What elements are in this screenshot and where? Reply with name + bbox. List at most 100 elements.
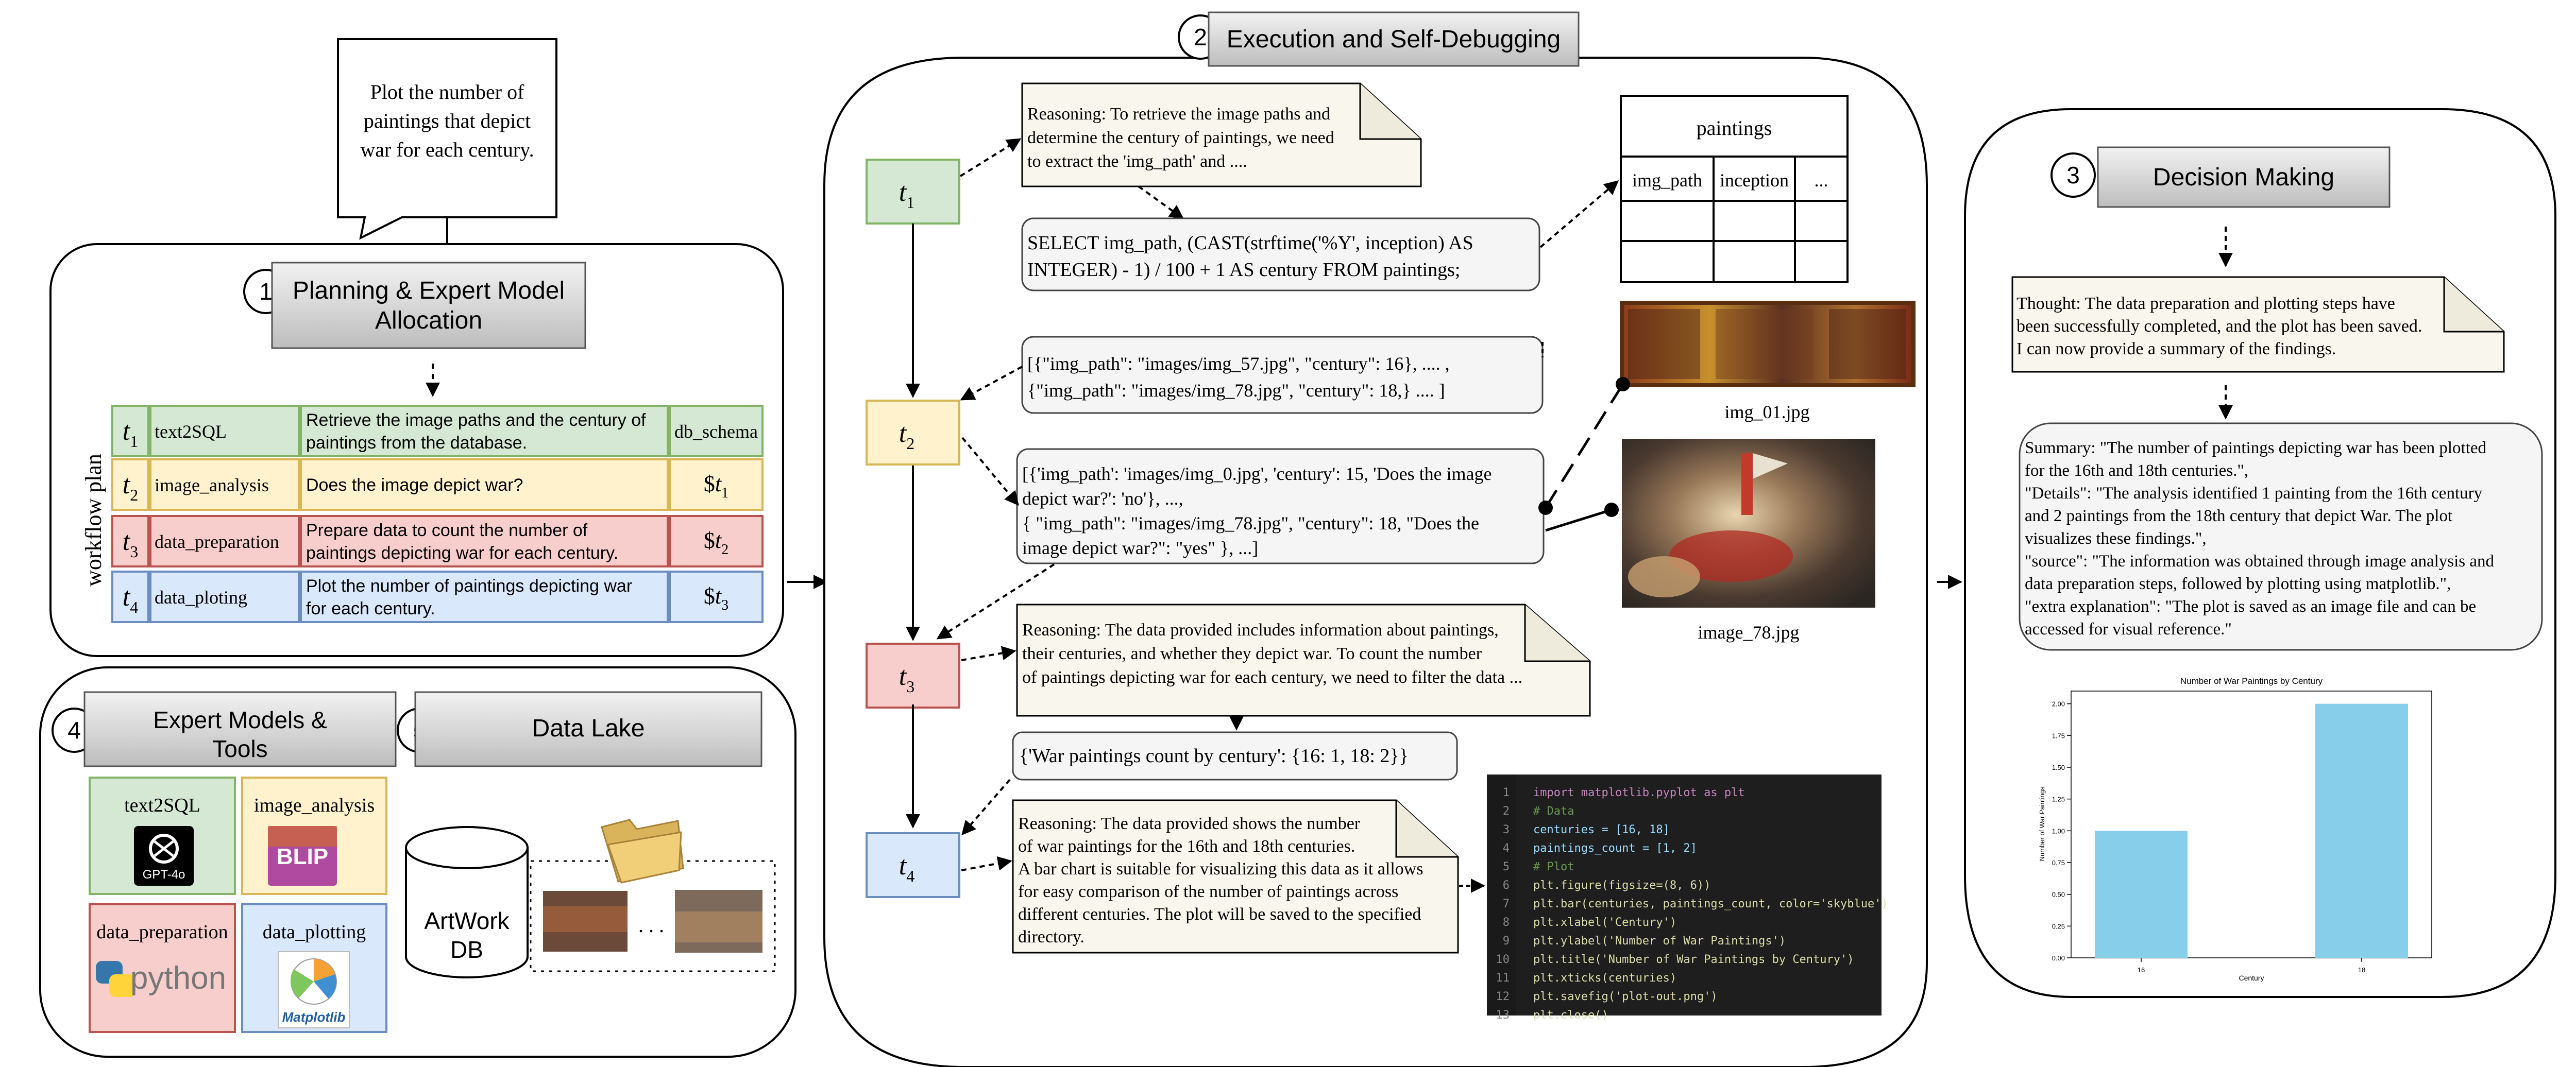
note-fold (1359, 83, 1421, 140)
datalake-title: Data Lake (532, 715, 645, 742)
reasoning1-line-2: determine the century of paintings, we n… (1027, 128, 1334, 147)
code-line-number: 1 (1503, 786, 1510, 799)
code-line-text: plt.xticks(centuries) (1533, 972, 1676, 985)
decision-panel: 3 Decision Making Thought: The data prep… (1964, 108, 2556, 998)
plan-cell (300, 405, 669, 457)
code-line-number: 9 (1503, 935, 1510, 948)
summary-line: "Details": "The analysis identified 1 pa… (2025, 484, 2483, 503)
plan-task-line: Prepare data to count the number of (306, 521, 588, 540)
summary-line: "source": "The information was obtained … (2025, 552, 2495, 571)
result-box-frame (1012, 731, 1458, 781)
query-line-3: war for each century. (360, 138, 534, 161)
experts-header (83, 691, 397, 767)
plan-cell (111, 458, 149, 511)
user-query-bubble: Plot the number of paintings that depict… (337, 38, 557, 240)
summary-line: "extra explanation": "The plot is saved … (2025, 597, 2476, 616)
result2-line-2: depict war?': 'no'}, ..., (1022, 488, 1183, 509)
reasoning3-line-3: of paintings depicting war for each cent… (1022, 668, 1522, 687)
result2-line-4: image depict war?": "yes" }, ...] (1022, 538, 1258, 558)
code-line-text: plt.xlabel('Century') (1533, 916, 1676, 929)
note-shape (1012, 799, 1459, 954)
execution-title: Execution and Self-Debugging (1227, 26, 1561, 53)
execution-step-box: t1 (866, 159, 960, 225)
plan-cell (669, 405, 764, 457)
y-tick-label: 2.00 (2052, 700, 2065, 708)
database-cylinder-top (405, 826, 529, 869)
plan-cell (111, 515, 149, 567)
reasoning1-line-1: Reasoning: To retrieve the image paths a… (1027, 105, 1330, 124)
step-number-badge (2050, 152, 2096, 198)
tool-data-preparation: data_preparation python (89, 903, 236, 1033)
summary-line: visualizes these findings.", (2025, 529, 2207, 548)
note-shape (1021, 82, 1422, 187)
plan-cell (669, 571, 764, 623)
sql-line-1: SELECT img_path, (CAST(strftime('%Y', in… (1027, 232, 1473, 254)
code-line-number: 3 (1503, 823, 1510, 836)
datalake-ellipsis: . . . (638, 914, 664, 937)
experts-title-line-2: Tools (212, 735, 267, 762)
experts-title-line-1: Expert Models & (153, 707, 327, 733)
bar (2095, 831, 2188, 958)
result3-to-t4-arrow (961, 779, 1011, 836)
reasoning3-line-2: their centuries, and whether they depict… (1022, 644, 1482, 663)
summary-line: accessed for visual reference." (2025, 620, 2232, 639)
summary-box: Summary: "The number of paintings depict… (2019, 422, 2543, 651)
execution-header (1208, 11, 1580, 67)
decision-number: 3 (2066, 162, 2080, 188)
plan-cell (111, 571, 149, 623)
db-label-line-2: DB (450, 936, 483, 963)
note-fold (1395, 800, 1458, 858)
connector-dot (1616, 377, 1630, 391)
summary-line: data preparation steps, followed by plot… (2025, 575, 2451, 593)
tool-text2sql: text2SQL GPT-4o (89, 777, 236, 895)
result1-line-1: [{"img_path": "images/img_57.jpg", "cent… (1027, 353, 1450, 374)
table-column: inception (1720, 170, 1789, 191)
planning-title-line-1: Planning & Expert Model (293, 277, 565, 304)
thought-line-1: Thought: The data preparation and plotti… (2016, 294, 2395, 313)
code-line-number: 4 (1503, 842, 1510, 855)
tool-name: data_plotting (263, 921, 366, 943)
y-tick-label: 0.25 (2052, 922, 2065, 930)
python-logo-icon-2 (109, 974, 136, 997)
query-bubble-shape (337, 38, 557, 240)
chart-title: Number of War Paintings by Century (2180, 676, 2323, 686)
execution-panel: 2 Execution and Self-Debugging t1t2t3t4 … (823, 11, 1928, 1067)
workflow-plan-label: workflow plan (81, 454, 106, 587)
code-line-text: plt.bar(centuries, paintings_count, colo… (1533, 898, 1888, 910)
code-line-number: 12 (1496, 990, 1510, 1003)
result2-to-t3-arrow (936, 563, 1055, 640)
note-shape (2011, 276, 2505, 373)
plan-task-line: paintings depicting war for each century… (306, 543, 618, 563)
painting-2-figure-left (1628, 556, 1700, 597)
execution-number: 2 (1194, 24, 1207, 50)
y-tick-label: 1.00 (2052, 827, 2065, 835)
summary-text: Summary: "The number of paintings depict… (2025, 439, 2495, 639)
reasoning-note-1: Reasoning: To retrieve the image paths a… (1021, 82, 1422, 187)
sql-box-frame (1021, 217, 1540, 291)
python-logo-text: python (130, 960, 226, 996)
decision-header (2097, 146, 2391, 208)
sql-to-table-arrow (1539, 180, 1619, 248)
plan-input: $t2 (704, 528, 728, 558)
datalake-images-frame (530, 860, 776, 972)
openai-knot-icon (149, 834, 179, 864)
t1-to-reasoning-arrow (959, 138, 1022, 177)
plan-cell (149, 515, 300, 567)
code-line-number: 6 (1503, 879, 1510, 892)
chart-y-label: Number of War Paintings (2038, 786, 2046, 861)
reasoning4-line-4: for easy comparison of the number of pai… (1018, 882, 1398, 901)
code-line-number: 2 (1503, 805, 1510, 818)
code-line-text: # Data (1533, 805, 1574, 818)
execution-step-box: t3 (866, 643, 960, 709)
code-line-text: centuries = [16, 18] (1533, 823, 1670, 836)
plan-cell (300, 571, 669, 623)
y-tick-label: 0.00 (2052, 954, 2065, 962)
plan-cell (669, 515, 764, 567)
plan-model: image_analysis (155, 475, 269, 495)
execution-step-box: t2 (866, 400, 960, 466)
